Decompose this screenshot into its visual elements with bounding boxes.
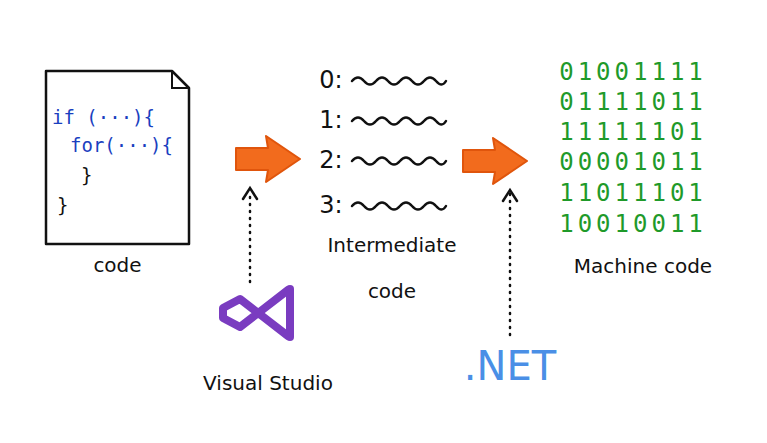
- page-outline: [45, 70, 190, 245]
- code-line: }: [81, 164, 92, 186]
- code-line: if (···){: [52, 106, 155, 128]
- dotted-pointers: [243, 188, 517, 335]
- stage-label: Intermediate code: [312, 222, 472, 314]
- binary-row: 01001111: [559, 58, 707, 86]
- code-page: if (···){for(···){}}code: [45, 70, 190, 245]
- binary-row: 11111101: [559, 118, 707, 146]
- binary-row: 00001011: [559, 148, 707, 176]
- tool-label: .NET: [464, 343, 556, 389]
- line-number: 1:: [319, 106, 342, 134]
- binary-row: 10010011: [559, 210, 707, 238]
- page-caption: code: [93, 253, 141, 277]
- visual-studio-logo: [223, 289, 290, 337]
- line-number: 3:: [319, 191, 342, 219]
- squiggles: [352, 78, 446, 210]
- binary-row: 11011101: [559, 179, 707, 207]
- stage-label: Machine code: [574, 254, 712, 278]
- tool-label: Visual Studio: [203, 371, 333, 395]
- line-number: 2:: [319, 146, 342, 174]
- orange-arrows: [236, 136, 527, 184]
- code-line: }: [57, 194, 68, 216]
- code-line: for(···){: [70, 134, 173, 156]
- line-number: 0:: [319, 66, 342, 94]
- binary-row: 01111011: [559, 88, 707, 116]
